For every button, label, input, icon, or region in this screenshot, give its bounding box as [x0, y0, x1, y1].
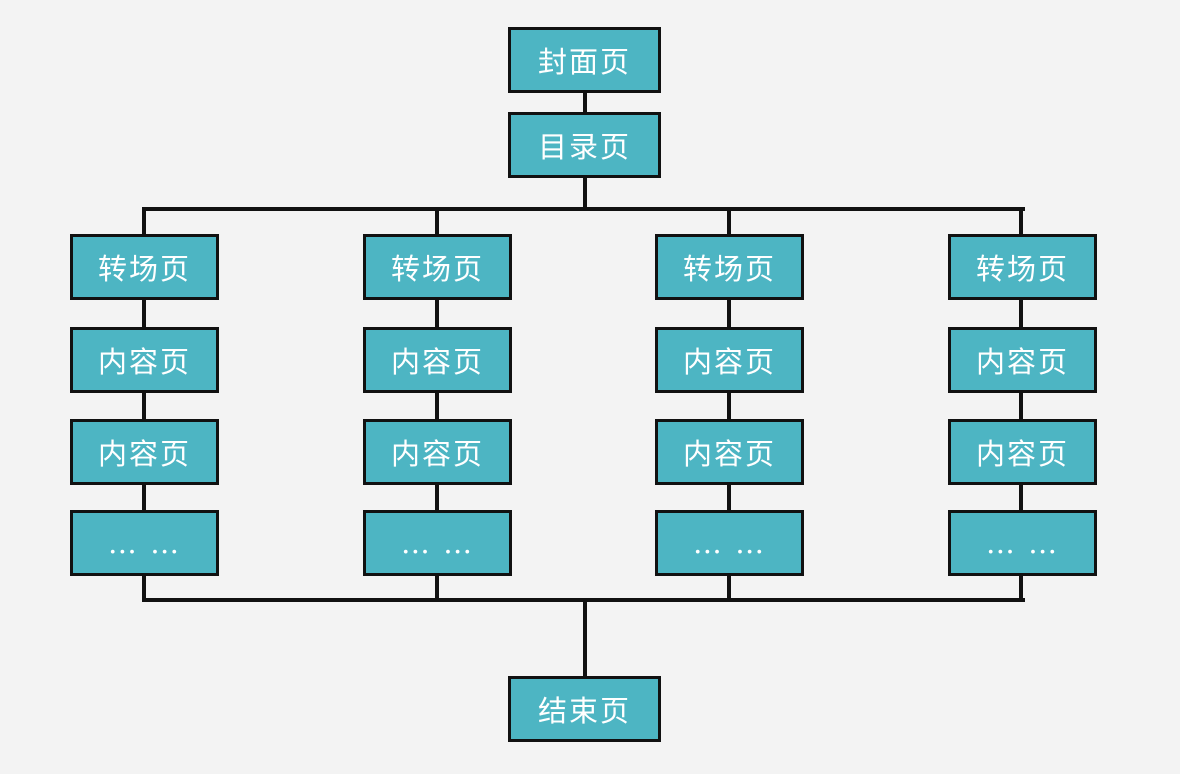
cover-page-node[interactable]: 封面页: [508, 27, 661, 93]
connector-cover-toc: [583, 91, 587, 113]
cover-page-label: 封面页: [537, 45, 631, 79]
connector-bus-end: [583, 598, 587, 678]
transition-page-node[interactable]: 转场页: [655, 234, 804, 300]
node-label: … …: [107, 526, 182, 560]
content-page-node[interactable]: 内容页: [948, 327, 1097, 393]
node-label: 内容页: [682, 437, 776, 471]
column-1-spine: [142, 207, 146, 602]
toc-page-label: 目录页: [537, 130, 631, 164]
node-label: 转场页: [682, 252, 776, 286]
transition-page-node[interactable]: 转场页: [948, 234, 1097, 300]
content-page-node[interactable]: 内容页: [655, 419, 804, 485]
node-label: … …: [400, 526, 475, 560]
content-page-node[interactable]: 内容页: [70, 327, 219, 393]
content-page-node[interactable]: 内容页: [363, 327, 512, 393]
ellipsis-node[interactable]: … …: [655, 510, 804, 576]
node-label: 内容页: [97, 437, 191, 471]
node-label: … …: [692, 526, 767, 560]
node-label: 内容页: [97, 345, 191, 379]
content-page-node[interactable]: 内容页: [70, 419, 219, 485]
end-page-label: 结束页: [537, 694, 631, 728]
ellipsis-node[interactable]: … …: [948, 510, 1097, 576]
content-page-node[interactable]: 内容页: [655, 327, 804, 393]
node-label: … …: [985, 526, 1060, 560]
node-label: 转场页: [390, 252, 484, 286]
transition-page-node[interactable]: 转场页: [363, 234, 512, 300]
ellipsis-node[interactable]: … …: [70, 510, 219, 576]
transition-page-node[interactable]: 转场页: [70, 234, 219, 300]
column-2-spine: [435, 207, 439, 602]
ellipsis-node[interactable]: … …: [363, 510, 512, 576]
connector-toc-bus: [583, 176, 587, 210]
end-page-node[interactable]: 结束页: [508, 676, 661, 742]
top-bus: [142, 207, 1025, 211]
column-4-spine: [1019, 207, 1023, 602]
node-label: 转场页: [97, 252, 191, 286]
node-label: 内容页: [975, 437, 1069, 471]
node-label: 转场页: [975, 252, 1069, 286]
node-label: 内容页: [975, 345, 1069, 379]
content-page-node[interactable]: 内容页: [948, 419, 1097, 485]
toc-page-node[interactable]: 目录页: [508, 112, 661, 178]
node-label: 内容页: [682, 345, 776, 379]
column-3-spine: [727, 207, 731, 602]
content-page-node[interactable]: 内容页: [363, 419, 512, 485]
node-label: 内容页: [390, 345, 484, 379]
node-label: 内容页: [390, 437, 484, 471]
